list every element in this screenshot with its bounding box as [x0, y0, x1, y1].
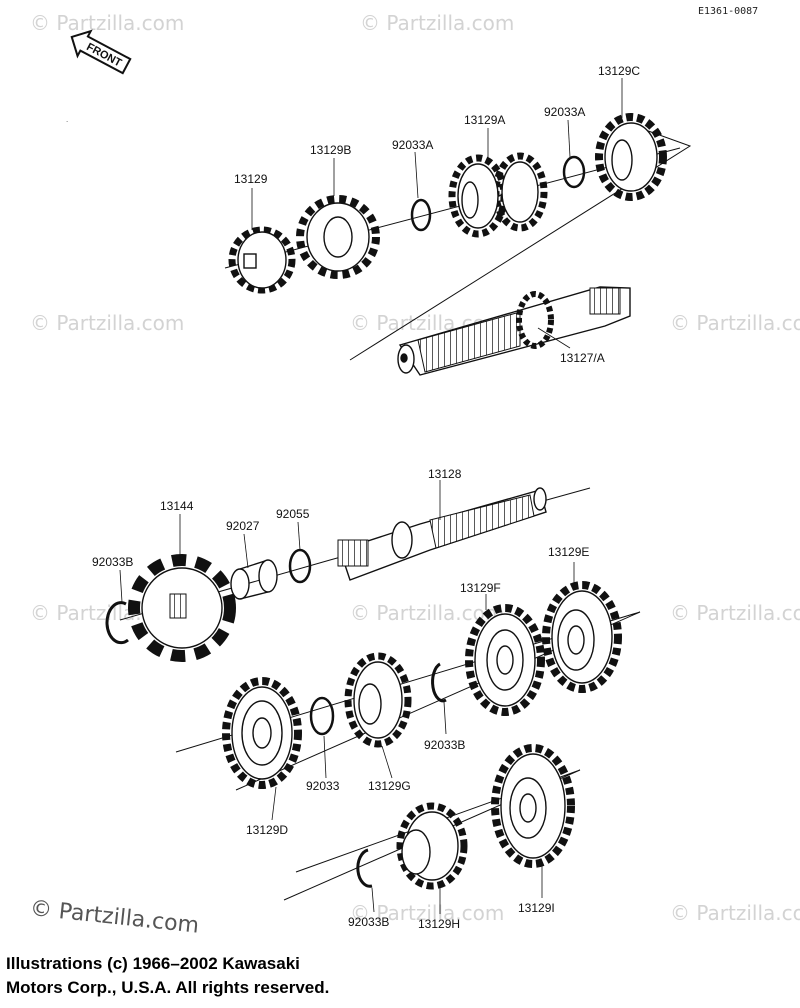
gear-13129G: [344, 652, 412, 748]
part-label: 92055: [276, 507, 310, 521]
part-labels: 13129 13129B 92033A 13129A 92033A 13129C…: [92, 64, 640, 931]
ring-92055: [288, 548, 312, 584]
part-label: 13129F: [460, 581, 501, 595]
part-label: 92033: [306, 779, 340, 793]
part-label: 13127/A: [560, 351, 605, 365]
gear-13129F: [465, 604, 545, 716]
ring-92033: [309, 696, 335, 736]
watermark: © Partzilla.com: [670, 311, 800, 335]
middle-assembly: [105, 480, 591, 662]
part-label: 13128: [428, 467, 462, 481]
gear-13129: [228, 226, 296, 294]
part-label: 92033A: [544, 105, 585, 119]
shaft-13128: [337, 487, 547, 581]
part-label: 92033B: [92, 555, 133, 569]
circlip-92033B-2: [431, 662, 447, 703]
copyright-line-1: Illustrations (c) 1966–2002 Kawasaki: [6, 954, 300, 973]
upper-assembly: [224, 78, 692, 376]
part-label: 92033B: [348, 915, 389, 929]
watermark: © Partzilla.com: [30, 311, 184, 335]
gear-13129B: [296, 195, 380, 279]
part-label: 92033A: [392, 138, 433, 152]
dot: .: [66, 115, 68, 124]
part-label: 13144: [160, 499, 194, 513]
lower-gear-assembly: [283, 744, 581, 914]
diagram-code: E1361-0087: [698, 6, 758, 17]
shaft-13127A: [397, 286, 631, 376]
gear-13129I: [491, 744, 575, 868]
watermark: © Partzilla.com: [350, 901, 504, 925]
part-label: 13129D: [246, 823, 288, 837]
part-label: 13129: [234, 172, 268, 186]
circlip-92033B: [105, 601, 129, 645]
gear-13129E: [542, 581, 622, 693]
watermark: © Partzilla.com: [30, 11, 184, 35]
part-label: 13129H: [418, 917, 460, 931]
part-label: 13129A: [464, 113, 505, 127]
part-label: 13129C: [598, 64, 640, 78]
part-label: 92027: [226, 519, 260, 533]
ring-92033A: [410, 198, 432, 232]
part-label: 92033B: [424, 738, 465, 752]
watermark: © Partzilla.com: [360, 11, 514, 35]
part-label: 13129E: [548, 545, 589, 559]
countershaft-gear-assembly: [175, 562, 641, 821]
gear-13129D: [222, 677, 302, 789]
gear-13129A: [448, 152, 548, 238]
collar-92027: [230, 559, 278, 600]
copyright-line-2: Motors Corp., U.S.A. All rights reserved…: [6, 978, 330, 997]
gear-13129C: [595, 113, 667, 201]
part-label: 13129B: [310, 143, 351, 157]
ring-92033A-2: [562, 155, 586, 189]
watermark: © Partzilla.com: [670, 901, 800, 925]
circlip-92033B-3: [356, 848, 373, 888]
watermark: © Partzilla.com: [670, 601, 800, 625]
part-label: 13129G: [368, 779, 411, 793]
gear-13129H: [396, 802, 468, 890]
part-label: 13129I: [518, 901, 555, 915]
sprocket-13144: [128, 554, 236, 662]
